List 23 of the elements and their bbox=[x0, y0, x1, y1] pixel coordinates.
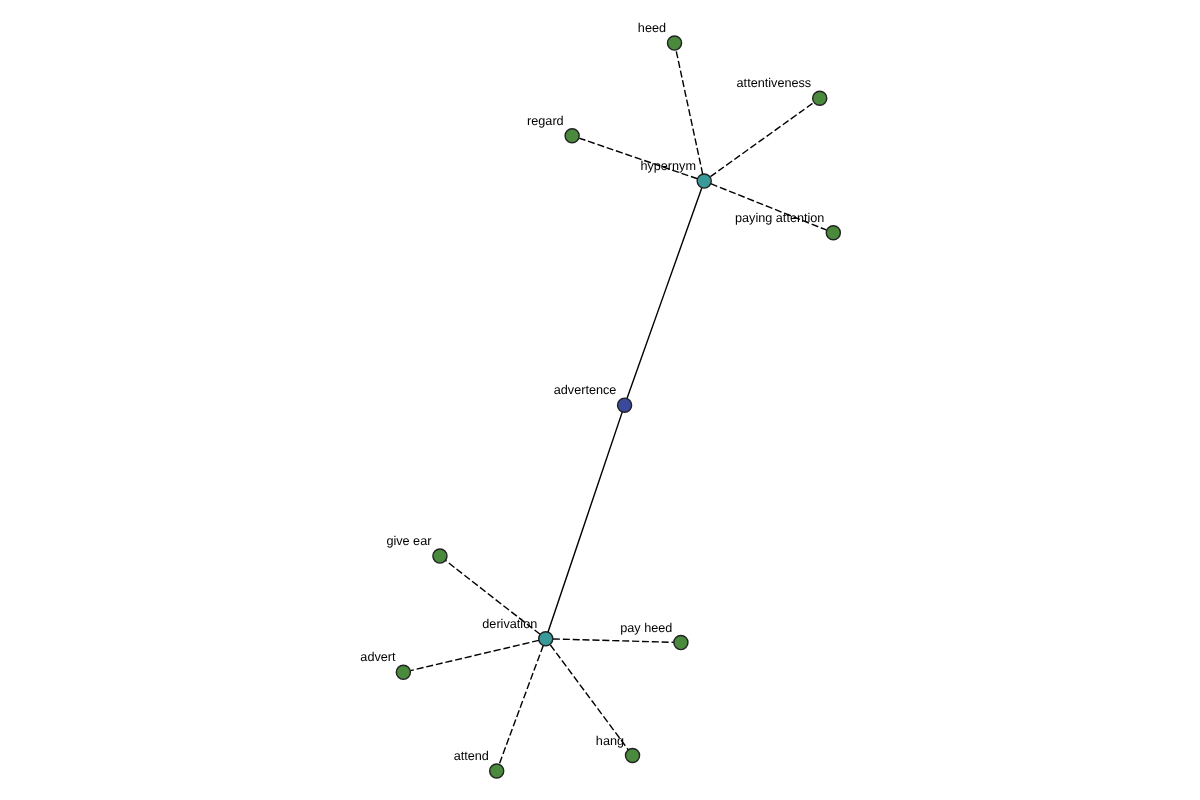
node-circle bbox=[696, 173, 712, 189]
connector bbox=[578, 137, 699, 180]
node-circle bbox=[811, 90, 828, 106]
node-circle bbox=[825, 225, 842, 241]
node-circle bbox=[538, 630, 554, 647]
node-circle bbox=[395, 664, 412, 681]
connector bbox=[709, 102, 815, 178]
connector bbox=[549, 644, 629, 751]
connector bbox=[552, 638, 675, 644]
node-circle bbox=[624, 747, 641, 764]
connector bbox=[498, 644, 544, 765]
connector bbox=[675, 49, 704, 175]
connector bbox=[444, 559, 541, 635]
node-circle bbox=[666, 35, 683, 51]
node-circle bbox=[488, 763, 505, 779]
connector bbox=[409, 639, 540, 672]
node-circle bbox=[564, 128, 580, 144]
node-circle bbox=[673, 634, 689, 651]
connector bbox=[710, 183, 827, 231]
node-circle bbox=[616, 397, 633, 413]
connector bbox=[626, 187, 703, 399]
connector bbox=[547, 411, 623, 633]
node-circle bbox=[432, 548, 448, 564]
